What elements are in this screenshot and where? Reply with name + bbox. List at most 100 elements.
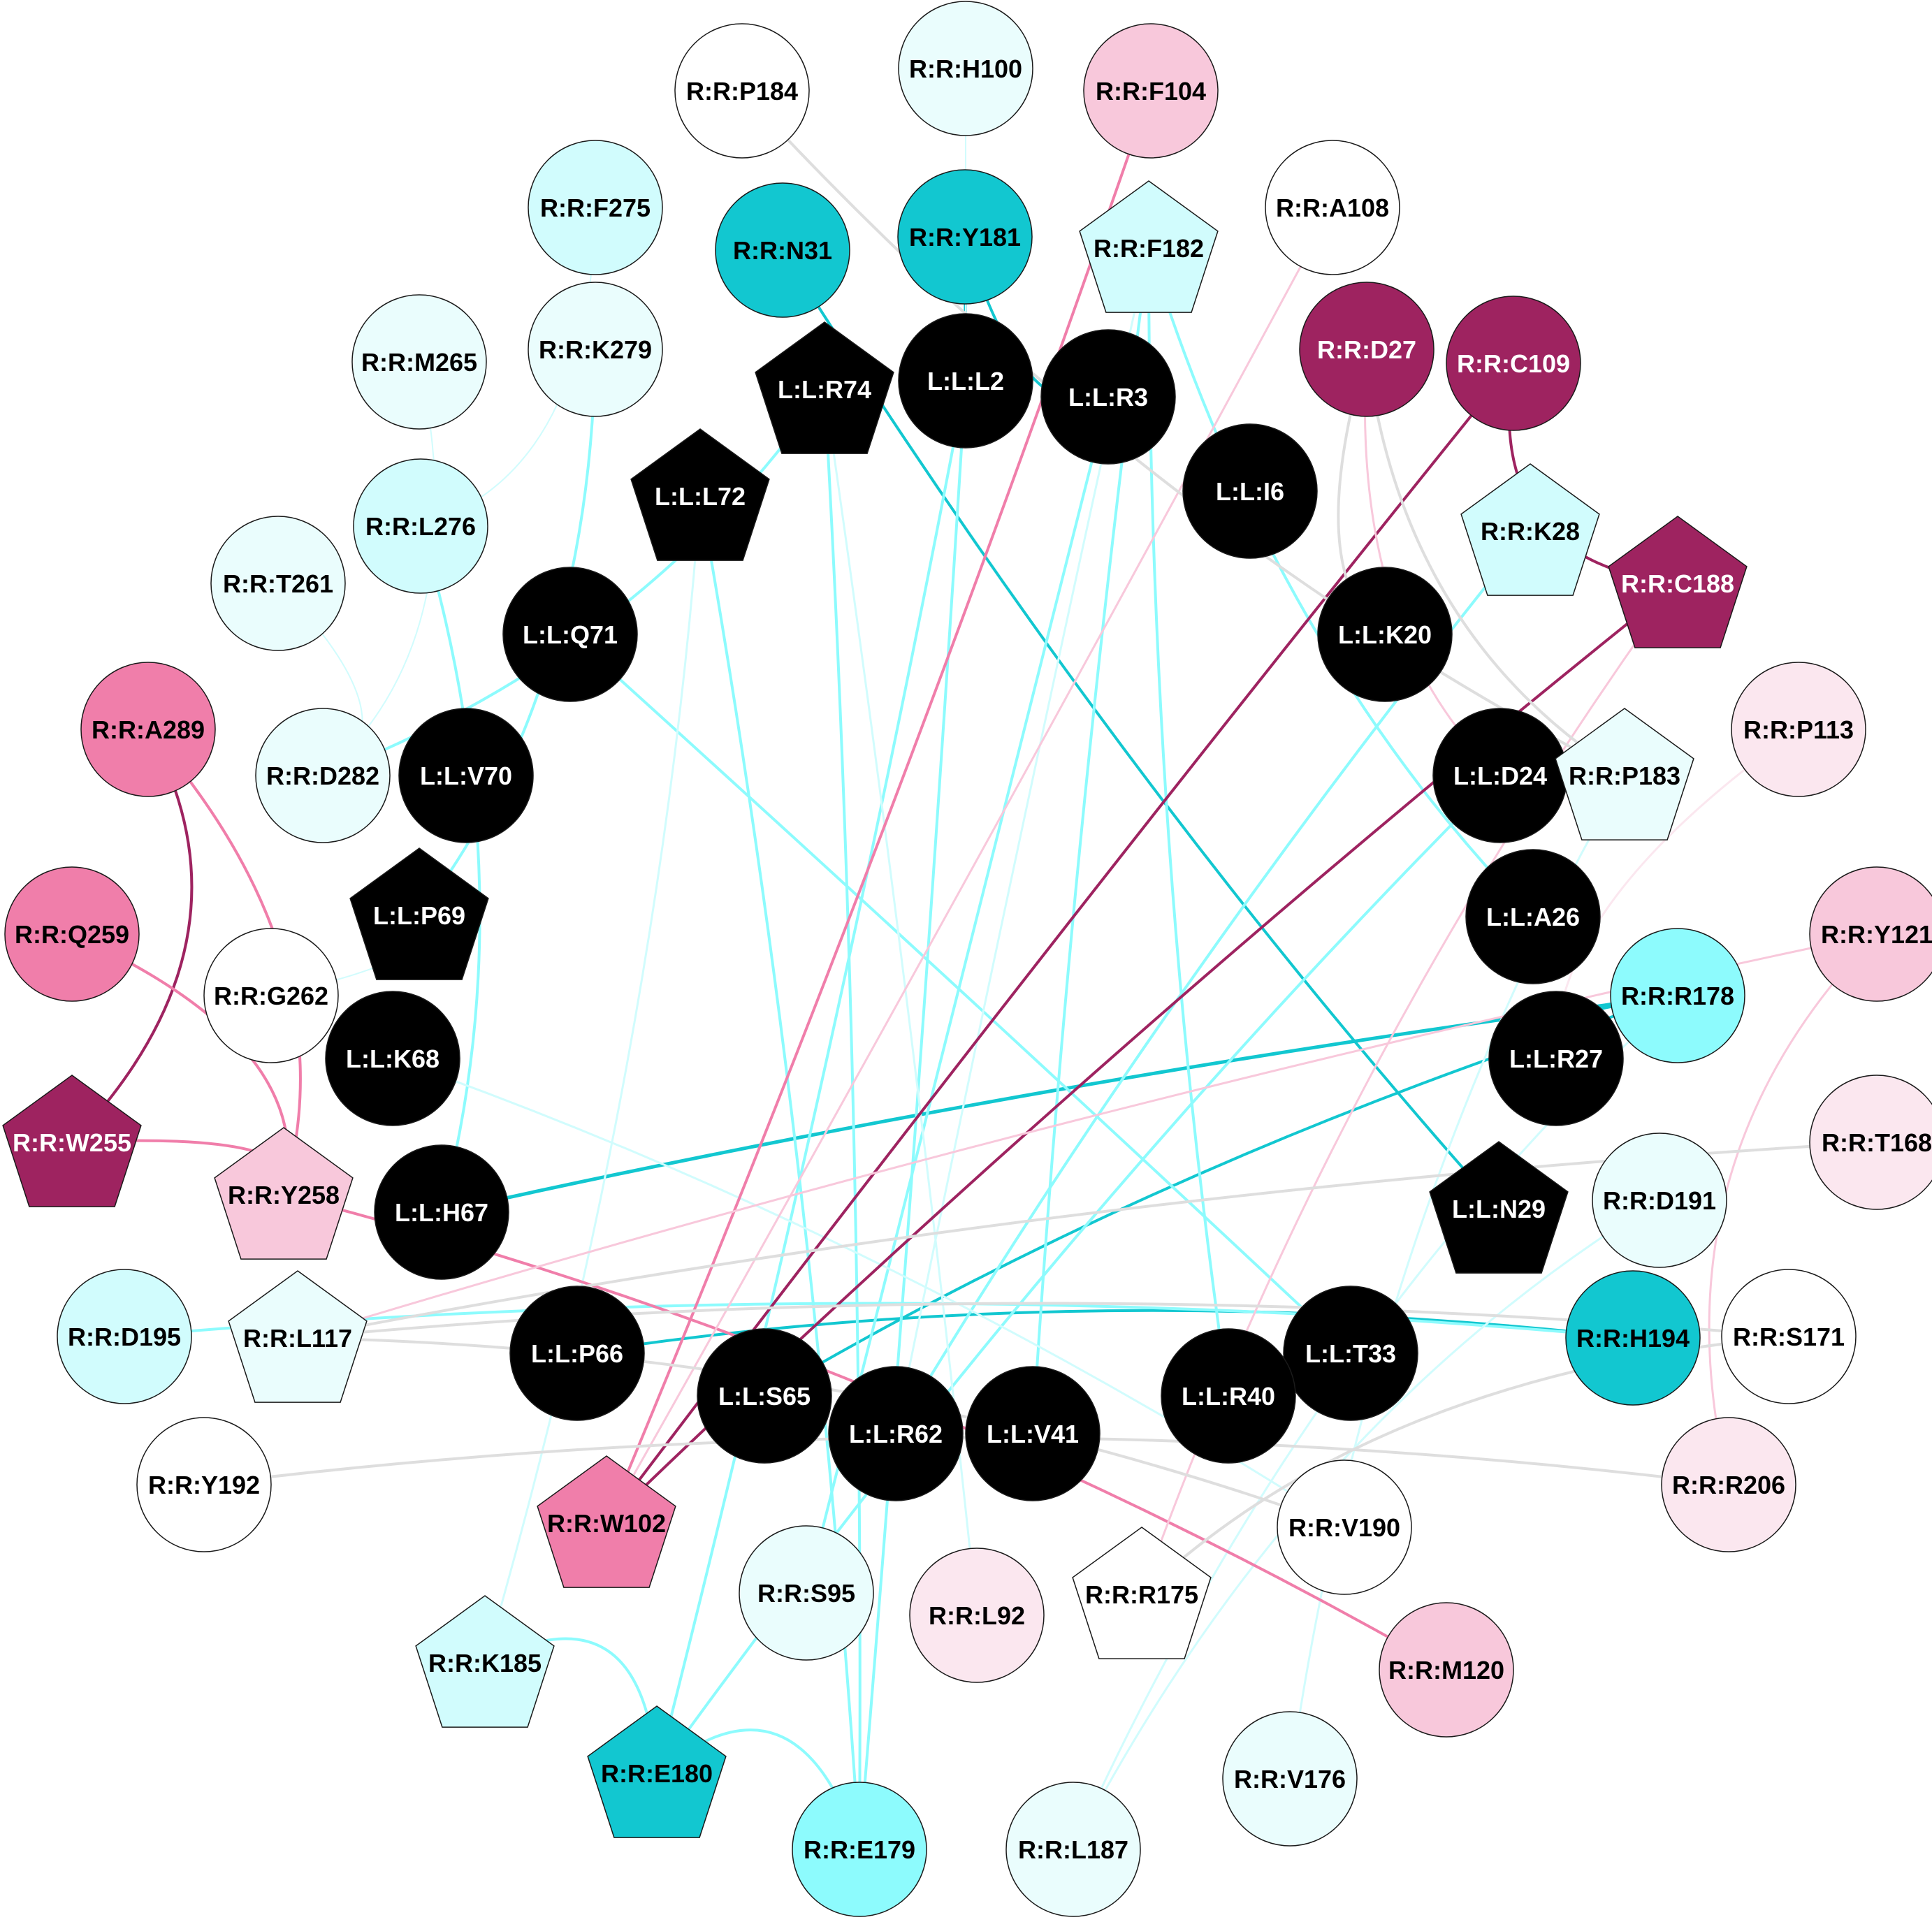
node-label: R:R:S171 <box>1733 1323 1845 1351</box>
node-shape <box>136 1417 272 1552</box>
node-l-l-n29[interactable]: L:L:N29 <box>1429 1141 1569 1274</box>
node-shape <box>697 1328 832 1464</box>
node-r-r-c109[interactable]: R:R:C109 <box>1446 296 1581 431</box>
edge-r-r-e179-to-l-l-l2 <box>858 379 967 1851</box>
node-shape <box>1721 1269 1857 1404</box>
node-r-r-f104[interactable]: R:R:F104 <box>1083 23 1219 159</box>
node-r-r-f275[interactable]: R:R:F275 <box>528 140 663 275</box>
node-r-r-y121[interactable]: R:R:Y121 <box>1809 866 1932 1002</box>
node-shape <box>203 928 339 1063</box>
node-r-r-s95[interactable]: R:R:S95 <box>739 1525 874 1661</box>
node-l-l-r74[interactable]: L:L:R74 <box>755 321 894 454</box>
node-r-r-l187[interactable]: R:R:L187 <box>1005 1782 1141 1917</box>
node-label: R:R:P113 <box>1743 715 1854 744</box>
node-label: L:L:V70 <box>420 762 512 790</box>
node-r-r-f182[interactable]: R:R:F182 <box>1079 180 1219 313</box>
node-r-r-h100[interactable]: R:R:H100 <box>898 1 1033 136</box>
node-label: L:L:Q71 <box>523 620 618 649</box>
node-r-r-t168[interactable]: R:R:T168 <box>1809 1075 1932 1210</box>
node-r-r-d195[interactable]: R:R:D195 <box>57 1269 192 1404</box>
edge-r-r-k185-to-l-l-l72 <box>484 495 702 1664</box>
node-r-r-w102[interactable]: R:R:W102 <box>537 1455 676 1588</box>
node-r-r-p113[interactable]: R:R:P113 <box>1731 662 1866 797</box>
node-r-r-k185[interactable]: R:R:K185 <box>415 1595 555 1728</box>
node-r-r-t261[interactable]: R:R:T261 <box>210 516 346 651</box>
node-label: R:R:D191 <box>1603 1186 1716 1215</box>
node-shape <box>630 428 770 561</box>
node-label: R:R:Y181 <box>909 223 1021 252</box>
node-label: R:R:D282 <box>266 762 379 790</box>
node-label: R:R:W102 <box>547 1509 666 1538</box>
node-shape <box>528 140 663 275</box>
node-l-l-i6[interactable]: L:L:I6 <box>1182 423 1318 559</box>
node-label: R:R:H100 <box>909 54 1022 83</box>
node-r-r-y192[interactable]: R:R:Y192 <box>136 1417 272 1552</box>
node-shape <box>1809 866 1932 1002</box>
node-l-l-s65[interactable]: L:L:S65 <box>697 1328 832 1464</box>
node-r-r-e179[interactable]: R:R:E179 <box>792 1782 927 1917</box>
node-shape <box>1446 296 1581 431</box>
node-r-r-y258[interactable]: R:R:Y258 <box>214 1127 354 1260</box>
node-l-l-l2[interactable]: L:L:L2 <box>898 313 1033 449</box>
node-l-l-d24[interactable]: L:L:D24 <box>1432 708 1568 843</box>
node-shape <box>228 1270 368 1403</box>
edge-l-l-t33-to-l-l-q71 <box>569 633 1352 1355</box>
node-r-r-c188[interactable]: R:R:C188 <box>1608 516 1748 648</box>
node-r-r-e180[interactable]: R:R:E180 <box>587 1705 727 1838</box>
node-label: L:L:A26 <box>1486 903 1580 931</box>
node-l-l-r62[interactable]: L:L:R62 <box>828 1366 964 1501</box>
node-l-l-v41[interactable]: L:L:V41 <box>965 1366 1101 1501</box>
node-r-r-v176[interactable]: R:R:V176 <box>1222 1711 1358 1847</box>
node-l-l-a26[interactable]: L:L:A26 <box>1465 849 1601 984</box>
node-r-r-m265[interactable]: R:R:M265 <box>351 294 487 430</box>
node-r-r-r175[interactable]: R:R:R175 <box>1072 1527 1212 1659</box>
node-r-r-k28[interactable]: R:R:K28 <box>1460 463 1600 596</box>
node-r-r-v190[interactable]: R:R:V190 <box>1277 1459 1412 1595</box>
node-r-r-d191[interactable]: R:R:D191 <box>1592 1133 1727 1268</box>
node-r-r-l92[interactable]: R:R:L92 <box>909 1548 1045 1683</box>
node-l-l-r27[interactable]: L:L:R27 <box>1488 991 1624 1126</box>
node-r-r-d282[interactable]: R:R:D282 <box>255 708 391 843</box>
node-r-r-h194[interactable]: R:R:H194 <box>1565 1270 1701 1406</box>
node-r-r-w255[interactable]: R:R:W255 <box>2 1075 142 1207</box>
node-shape <box>1592 1133 1727 1268</box>
node-shape <box>1161 1328 1296 1464</box>
node-label: R:R:C188 <box>1621 569 1734 598</box>
node-l-l-r40[interactable]: L:L:R40 <box>1161 1328 1296 1464</box>
node-l-l-p69[interactable]: L:L:P69 <box>349 847 489 980</box>
node-r-r-a289[interactable]: R:R:A289 <box>80 662 216 797</box>
node-r-r-k279[interactable]: R:R:K279 <box>528 282 663 417</box>
node-label: L:L:R3 <box>1068 383 1148 412</box>
node-shape <box>587 1705 727 1838</box>
node-r-r-s171[interactable]: R:R:S171 <box>1721 1269 1857 1404</box>
node-label: R:R:D27 <box>1317 335 1416 364</box>
node-l-l-t33[interactable]: L:L:T33 <box>1283 1286 1418 1421</box>
node-l-l-k20[interactable]: L:L:K20 <box>1317 567 1453 702</box>
node-label: L:L:L72 <box>655 482 746 511</box>
node-r-r-r206[interactable]: R:R:R206 <box>1661 1417 1796 1552</box>
node-r-r-r178[interactable]: R:R:R178 <box>1610 928 1745 1063</box>
node-shape <box>1299 282 1435 417</box>
node-l-l-r3[interactable]: L:L:R3 <box>1040 329 1176 465</box>
node-r-r-n31[interactable]: R:R:N31 <box>715 182 850 318</box>
node-r-r-p183[interactable]: R:R:P183 <box>1555 708 1694 840</box>
node-r-r-y181[interactable]: R:R:Y181 <box>897 169 1033 305</box>
node-shape <box>210 516 346 651</box>
node-l-l-h67[interactable]: L:L:H67 <box>374 1144 509 1280</box>
node-l-l-p66[interactable]: L:L:P66 <box>509 1286 645 1421</box>
node-r-r-g262[interactable]: R:R:G262 <box>203 928 339 1063</box>
node-r-r-l276[interactable]: R:R:L276 <box>353 458 488 594</box>
node-shape <box>374 1144 509 1280</box>
node-r-r-d27[interactable]: R:R:D27 <box>1299 282 1435 417</box>
node-l-l-q71[interactable]: L:L:Q71 <box>502 567 638 702</box>
node-r-r-l117[interactable]: R:R:L117 <box>228 1270 368 1403</box>
node-shape <box>509 1286 645 1421</box>
node-r-r-p184[interactable]: R:R:P184 <box>674 23 810 159</box>
node-r-r-m120[interactable]: R:R:M120 <box>1379 1602 1514 1738</box>
node-r-r-a108[interactable]: R:R:A108 <box>1265 140 1400 275</box>
node-r-r-q259[interactable]: R:R:Q259 <box>4 866 140 1002</box>
node-l-l-k68[interactable]: L:L:K68 <box>325 991 460 1126</box>
node-l-l-v70[interactable]: L:L:V70 <box>398 708 534 843</box>
node-label: L:L:R40 <box>1182 1382 1275 1411</box>
node-l-l-l72[interactable]: L:L:L72 <box>630 428 770 561</box>
